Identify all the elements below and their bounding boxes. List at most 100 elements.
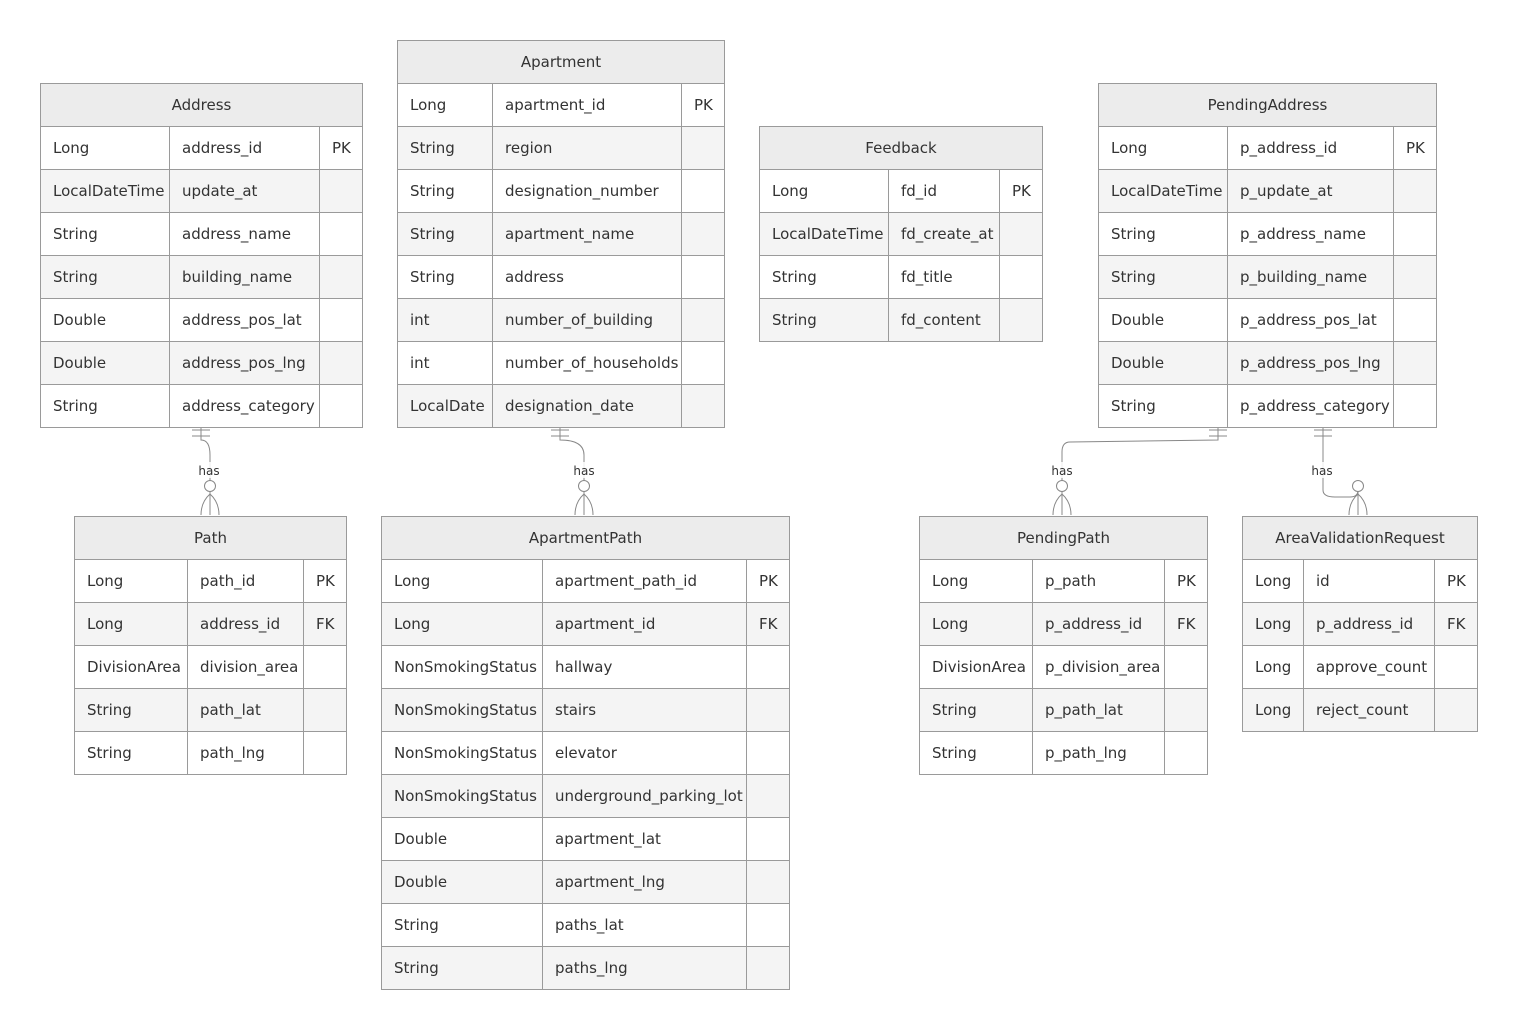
attribute-key <box>999 256 1042 298</box>
cardinality-zero-marker <box>1056 480 1068 492</box>
attribute-type: LocalDateTime <box>1111 182 1223 200</box>
attribute-key <box>303 646 346 688</box>
attribute-type: Double <box>1111 354 1165 372</box>
attribute-name: p_path_lat <box>1032 689 1164 731</box>
attribute-name: building_name <box>169 256 319 298</box>
attribute-name: reject_count <box>1303 689 1434 731</box>
attribute-name: p_address_id <box>1227 127 1393 169</box>
relationship-label: has <box>1051 464 1072 478</box>
attribute-key: PK <box>1393 127 1436 169</box>
attribute-name: p_division_area <box>1032 646 1164 688</box>
attribute-key: PK <box>999 170 1042 212</box>
attribute-name: address_id <box>187 603 303 645</box>
relationship-label-bg <box>572 462 596 478</box>
attribute-type: Double <box>394 830 448 848</box>
attribute-key <box>1434 689 1477 731</box>
attribute-key <box>1393 213 1436 255</box>
attribute-type: Long <box>87 615 124 633</box>
attribute-key <box>999 299 1042 341</box>
attribute-type: Double <box>53 311 107 329</box>
entity-title: Feedback <box>760 127 1042 170</box>
attribute-name: fd_title <box>888 256 999 298</box>
attribute-type: LocalDateTime <box>772 225 884 243</box>
attribute-name: address_category <box>169 385 319 427</box>
attribute-name: apartment_lat <box>542 818 746 860</box>
attribute-name: update_at <box>169 170 319 212</box>
attribute-type: DivisionArea <box>932 658 1026 676</box>
attribute-key <box>681 170 724 212</box>
attribute-name: hallway <box>542 646 746 688</box>
relationship-label: has <box>573 464 594 478</box>
attribute-name: p_address_name <box>1227 213 1393 255</box>
attribute-type: Long <box>53 139 90 157</box>
attribute-type: String <box>53 225 98 243</box>
attribute-type: Long <box>394 615 431 633</box>
attribute-name: apartment_id <box>542 603 746 645</box>
attribute-name: address <box>492 256 681 298</box>
attribute-row: NonSmokingStatus hallway <box>382 646 789 689</box>
attribute-key <box>681 213 724 255</box>
attribute-key <box>1164 732 1207 774</box>
attribute-type: NonSmokingStatus <box>394 658 537 676</box>
attribute-key <box>319 385 362 427</box>
attribute-type: Long <box>1255 658 1292 676</box>
attribute-type: String <box>1111 397 1156 415</box>
attribute-row: Double apartment_lat <box>382 818 789 861</box>
attribute-name: p_address_id <box>1303 603 1434 645</box>
entity-title: PendingPath <box>920 517 1207 560</box>
entity-title: Apartment <box>398 41 724 84</box>
attribute-type: Long <box>932 572 969 590</box>
crows-foot-marker <box>1348 493 1368 516</box>
relationship-line <box>559 425 585 505</box>
relationship-line <box>200 425 211 505</box>
attribute-type: Long <box>410 96 447 114</box>
attribute-key <box>999 213 1042 255</box>
attribute-key <box>746 646 789 688</box>
attribute-key <box>746 861 789 903</box>
attribute-type: NonSmokingStatus <box>394 744 537 762</box>
attribute-name: region <box>492 127 681 169</box>
entity-title: Address <box>41 84 362 127</box>
attribute-type: NonSmokingStatus <box>394 701 537 719</box>
attribute-key <box>1434 646 1477 688</box>
attribute-type: String <box>394 916 439 934</box>
attribute-name: address_name <box>169 213 319 255</box>
crows-foot-marker <box>574 493 594 516</box>
attribute-type: String <box>932 701 977 719</box>
attribute-type: String <box>87 744 132 762</box>
attribute-key <box>746 904 789 946</box>
attribute-name: designation_number <box>492 170 681 212</box>
relationship-label-bg <box>197 462 221 478</box>
attribute-name: path_lng <box>187 732 303 774</box>
attribute-key <box>681 256 724 298</box>
attribute-type: Long <box>1255 701 1292 719</box>
attribute-type: Long <box>1111 139 1148 157</box>
attribute-name: fd_id <box>888 170 999 212</box>
attribute-type: String <box>932 744 977 762</box>
attribute-name: p_address_pos_lat <box>1227 299 1393 341</box>
attribute-name: p_update_at <box>1227 170 1393 212</box>
attribute-type: Double <box>53 354 107 372</box>
attribute-key <box>746 818 789 860</box>
attribute-name: underground_parking_lot <box>542 775 746 817</box>
